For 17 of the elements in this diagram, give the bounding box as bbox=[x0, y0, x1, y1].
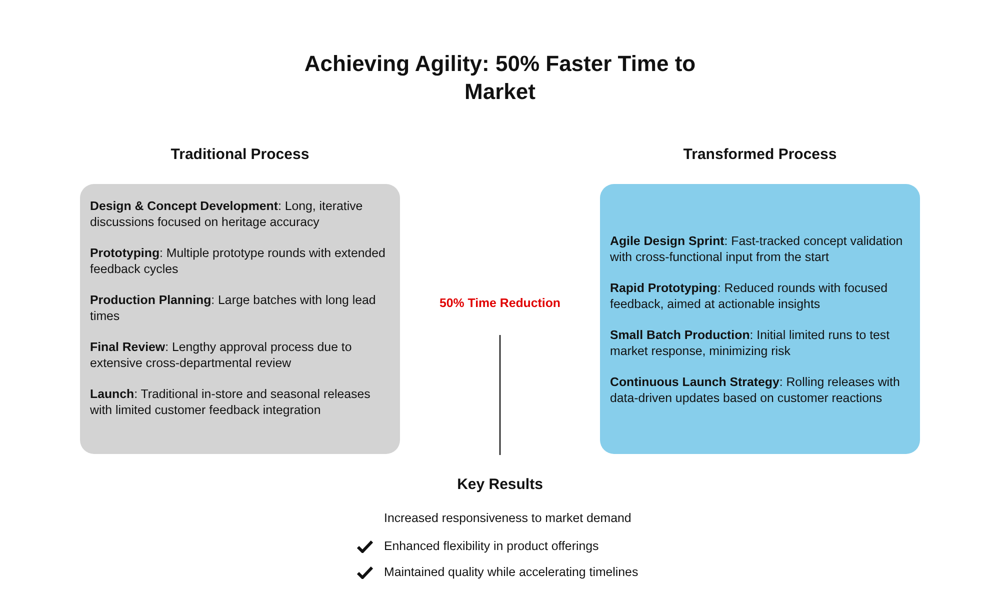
column-heading: Traditional Process bbox=[170, 146, 310, 163]
process-step-text: Continuous Launch Strategy: Rolling releases with data-driven updates based on customer reactions bbox=[610, 374, 901, 406]
process-step-text: Production Planning: Large batches with long lead times bbox=[90, 292, 377, 324]
result-text: Maintained quality while accelerating timelines bbox=[384, 565, 638, 579]
result-text: Increased responsiveness to market demand bbox=[384, 511, 632, 525]
process-step-text: Small Batch Production: Initial limited runs to test market response, minimizing risk bbox=[610, 326, 891, 358]
process-step-text: Design & Concept Development: Long, iterative discussions focused on heritage accuracy bbox=[90, 198, 364, 230]
reduction-label: 50% Time Reduction bbox=[438, 296, 562, 310]
process-step-text: Prototyping: Multiple prototype rounds with extended feedback cycles bbox=[90, 245, 386, 277]
process-step-text: Final Review: Lengthy approval process due to extensive cross-departmental review bbox=[90, 339, 353, 371]
diagram-title: Achieving Agility: 50% Faster Time to Market bbox=[303, 50, 697, 106]
process-step-text: Rapid Prototyping: Reduced rounds with focused feedback, aimed at actionable insights bbox=[610, 280, 889, 312]
result-text: Enhanced flexibility in product offerings bbox=[384, 539, 599, 553]
process-step-text: Launch: Traditional in-store and seasonal releases with limited customer feedback integration bbox=[90, 386, 372, 418]
process-step-text: Agile Design Sprint: Fast-tracked concept validation with cross-functional input from the start bbox=[610, 232, 904, 264]
section-heading: Key Results bbox=[456, 476, 544, 493]
column-heading: Transformed Process bbox=[682, 146, 838, 163]
